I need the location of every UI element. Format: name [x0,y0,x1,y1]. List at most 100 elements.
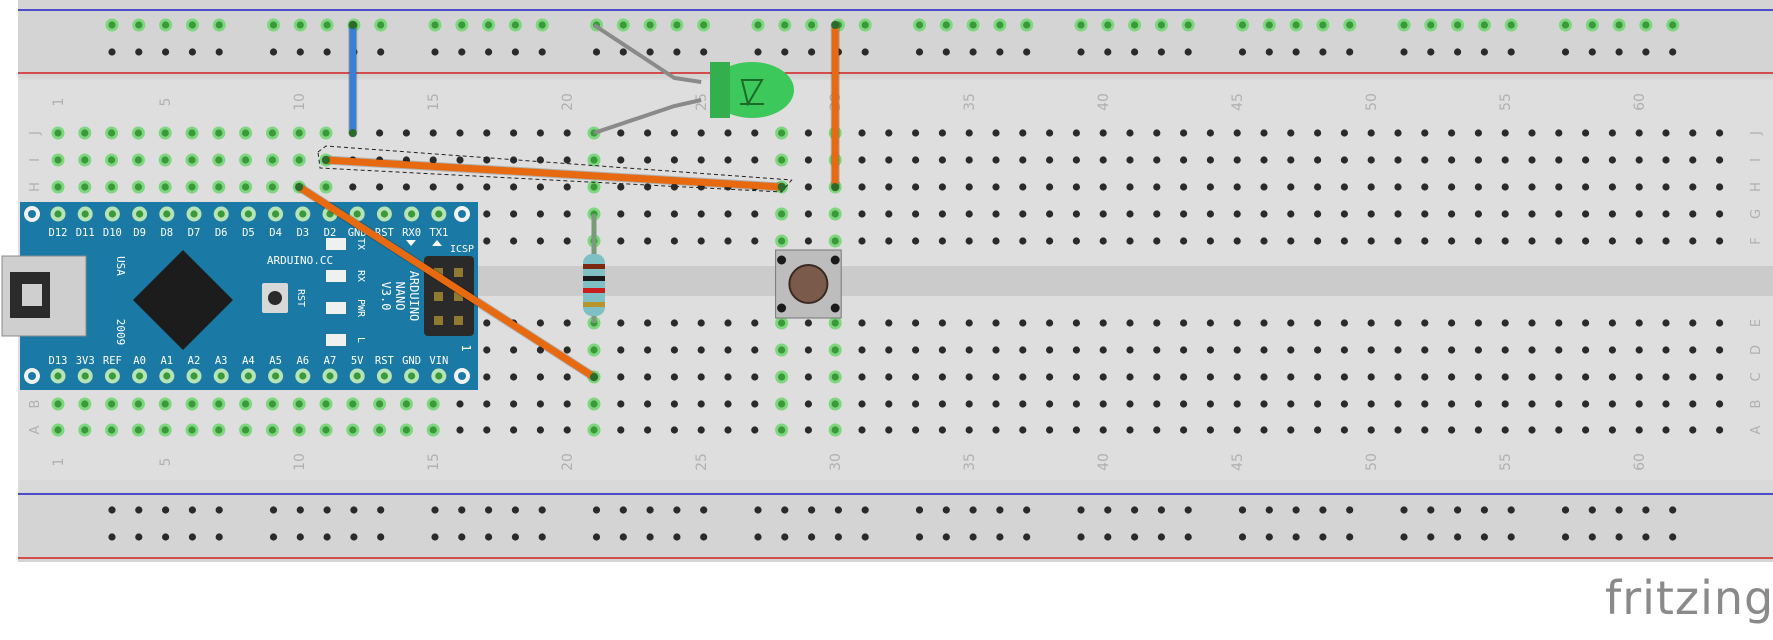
breadboard-hole [724,373,732,381]
breadboard-hole [778,319,786,327]
wires[interactable] [294,20,840,382]
rail-hole [1131,506,1139,514]
breadboard-hole [644,346,652,354]
breadboard-hole [1608,129,1616,137]
column-number-label: 40 [1096,453,1112,471]
breadboard-hole [697,426,705,434]
breadboard-hole [1448,183,1456,191]
breadboard-hole [536,373,545,381]
breadboard-hole [1233,346,1241,354]
breadboard-hole [670,210,679,218]
row-letter-label: C [1749,372,1764,381]
breadboard-hole [1635,400,1643,408]
resistor [583,254,605,316]
breadboard-hole [617,183,625,191]
breadboard-hole [509,373,518,381]
icsp-pin [454,292,463,301]
components[interactable] [583,23,842,323]
rail-hole [915,533,924,541]
breadboard-hole [1501,237,1509,245]
breadboard-hole [1126,426,1134,434]
breadboard-hole [429,400,437,408]
breadboard-hole [992,237,1000,245]
breadboard-hole [1689,210,1697,218]
breadboard-hole [965,237,973,245]
breadboard-hole [1367,346,1375,354]
rail-hole [1507,48,1515,56]
breadboard-hole [1287,400,1295,408]
breadboard-hole [1421,237,1429,245]
breadboard-hole [1448,319,1456,327]
arduino-pin [408,372,416,380]
rail-hole [592,506,601,514]
breadboard-hole [1019,346,1027,354]
breadboard-hole [1367,426,1375,434]
breadboard-hole [1501,183,1509,191]
breadboard-hole [349,400,357,408]
breadboard-hole [483,346,491,354]
rail-hole [1292,506,1300,514]
breadboard-hole [590,156,598,164]
rail-hole [511,21,519,29]
arduino-pin-label: A1 [160,355,173,367]
breadboard-hole [1340,183,1348,191]
breadboard-hole [1340,156,1348,164]
breadboard-hole [938,183,947,191]
breadboard-hole [1394,156,1402,164]
rail-hole [108,48,116,56]
breadboard-hole [1555,426,1563,434]
breadboard-hole [295,400,303,408]
rail-hole [1669,506,1677,514]
breadboard-hole [938,319,947,327]
power-rails [18,9,1773,559]
breadboard-hole [1233,400,1241,408]
rail-hole [1642,533,1650,541]
breadboard-hole [1046,400,1054,408]
breadboard-hole [1474,373,1482,381]
rail-hole [511,533,519,541]
breadboard-hole [751,400,759,408]
row-letter-label: A [1749,425,1764,434]
rail-hole [1561,506,1570,514]
breadboard-hole [483,319,491,327]
breadboard-body [18,0,1773,562]
breadboard-hole [268,156,276,164]
breadboard-hole [670,346,679,354]
breadboard-hole [1180,400,1188,408]
breadboard-hole [831,346,839,354]
breadboard-hole [536,237,545,245]
breadboard-hole [670,237,679,245]
breadboard-hole [456,183,464,191]
arduino-pin [54,372,62,380]
arduino-pin-label: A7 [324,355,337,367]
breadboard-hole [1019,426,1027,434]
breadboard-hole [912,319,920,327]
rail-hole [969,506,977,514]
breadboard-hole [724,400,732,408]
breadboard-hole [778,237,786,245]
rail-hole [1454,506,1462,514]
breadboard-hole [912,400,920,408]
rail-hole [592,48,601,56]
rail-hole [458,21,466,29]
rail-hole [323,48,331,56]
breadboard-hole [1340,426,1348,434]
breadboard-hole [1153,400,1161,408]
breadboard-hole [1421,129,1429,137]
breadboard-hole [1046,237,1054,245]
rail-hole [1319,48,1327,56]
row-letter-label: H [1749,182,1764,192]
breadboard-hole [1206,319,1214,327]
breadboard-hole [938,129,947,137]
rail-hole [1023,533,1031,541]
breadboard-hole [1474,210,1482,218]
breadboard-hole [242,156,250,164]
breadboard-hole [804,210,813,218]
arduino-pin-label: D9 [133,227,146,239]
breadboard-hole [1206,210,1214,218]
rail-hole [1400,21,1408,29]
breadboard-hole [831,237,839,245]
breadboard-hole [1314,156,1322,164]
breadboard-hole [1153,183,1161,191]
